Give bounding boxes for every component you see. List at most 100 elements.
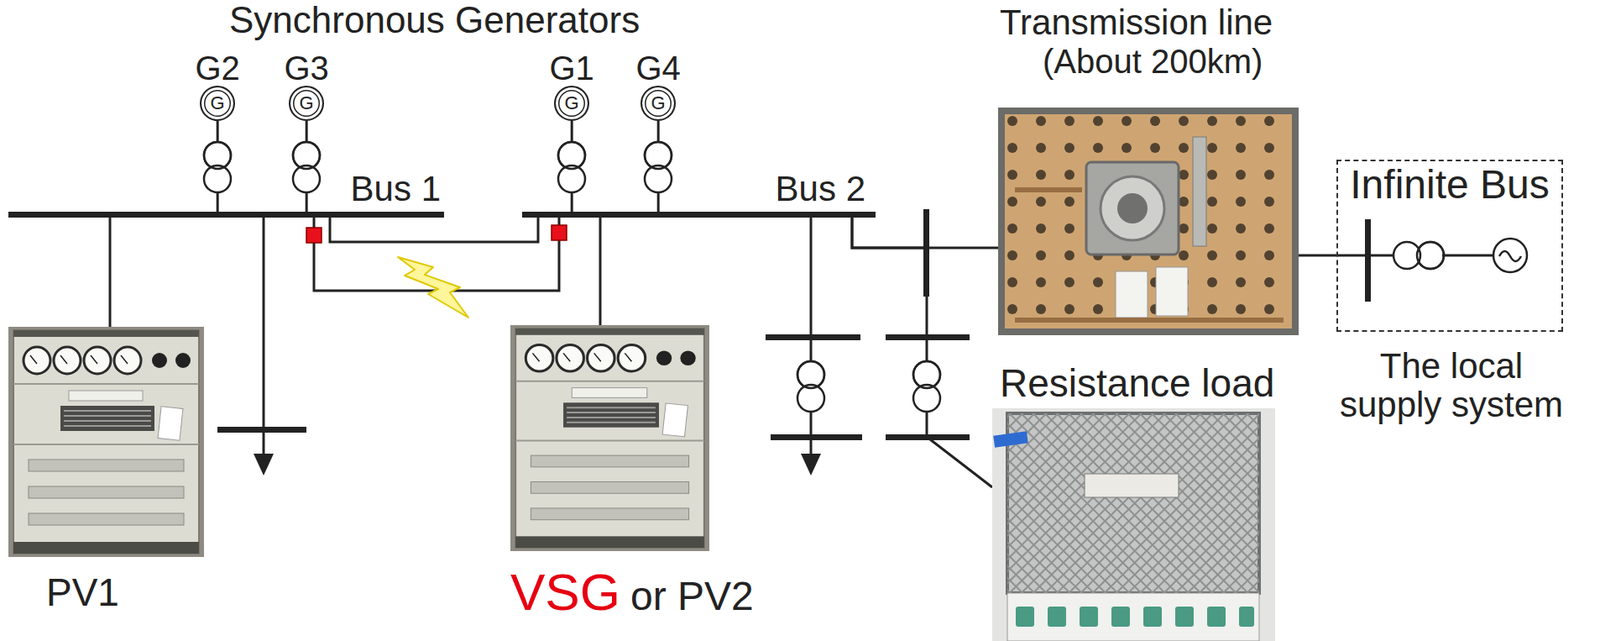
generator-circle: G [288, 85, 325, 121]
bus-bar: Bus 2 [522, 211, 876, 218]
equipment-label: The local supply system [1329, 346, 1574, 424]
bus2-load-part [765, 334, 861, 340]
power-line [599, 217, 602, 325]
equipment-label-wrap: Transmission line [999, 5, 1273, 41]
bus2-load-part [810, 217, 813, 335]
pv-box: PV1 [8, 326, 204, 557]
transmission-line-photo-part [998, 107, 1299, 335]
resistance-load-photo-part [992, 407, 1276, 641]
bus-label-wrap: Bus 1 [350, 171, 441, 207]
infinite-bus-symbols-part [1336, 254, 1368, 257]
equipment-label-wrap: Resistance load [999, 363, 1275, 403]
power-line [1298, 254, 1337, 257]
resistance-load-photo-part [1047, 606, 1067, 627]
equipment-label-wrap: Infinite Bus [1338, 164, 1562, 205]
resistance-load-photo-part [993, 430, 1029, 447]
power-line [329, 217, 539, 242]
equipment-label-wrap: (About 200km) [1042, 44, 1263, 79]
infinite-bus-symbols-part [1442, 254, 1494, 257]
equipment-label: or PV2 [630, 573, 754, 618]
bus-label: Bus 2 [775, 171, 866, 207]
load-feeder-part [885, 334, 970, 340]
resistance-load-photo-part [1084, 473, 1179, 497]
infinite-bus-symbols-part [1493, 238, 1527, 272]
pv1-cabinet [8, 326, 204, 557]
bus-bar: Bus 1 [8, 211, 445, 218]
bus2-load-part [797, 360, 825, 412]
bus2-load [765, 217, 863, 476]
transmission-line-box: Transmission line(About 200km) [998, 107, 1299, 335]
infinite-bus-symbols-part [1499, 250, 1522, 262]
transmission-line-photo-part [1004, 114, 1292, 329]
infinite-bus-symbols [1336, 219, 1527, 302]
bus1-load [217, 217, 307, 476]
generator-node: G4G [636, 50, 681, 121]
equipment-label: Resistance load [999, 363, 1275, 403]
infinite-bus-symbols-part [1370, 254, 1396, 257]
equipment-label: PV1 [46, 572, 120, 612]
generator-circle: G [554, 85, 590, 121]
resistance-load-photo-part [1007, 592, 1260, 641]
resistance-load-photo [992, 407, 1276, 641]
equipment-label-wrap: PV1 [46, 572, 120, 612]
load-feeder-part [885, 433, 970, 440]
power-line [109, 217, 112, 327]
infinite-bus-symbols-part [1393, 241, 1444, 269]
generator-node: G1G [549, 50, 595, 121]
group-label: Synchronous Generators [229, 1, 640, 39]
bus1-load-part [262, 432, 266, 455]
bus2-load-part [810, 411, 813, 434]
load-feeder-part [913, 360, 941, 412]
equipment-label: VSG [510, 562, 621, 621]
resistance-load-photo-part [1079, 606, 1099, 627]
equipment-label: Transmission line [999, 5, 1273, 41]
generator-circle: G [199, 85, 236, 121]
resistance-load-photo-part [1175, 606, 1194, 627]
generator-label: G3 [284, 50, 330, 86]
load-feeder [885, 209, 970, 440]
equipment-label-wrap: The local supply system [1329, 346, 1574, 424]
load-feeder-part [923, 209, 930, 297]
resistance-load-photo-part [1111, 606, 1130, 627]
circuit-breakers-part [306, 227, 322, 243]
resistance-load-photo-part [1007, 413, 1260, 593]
vsg-cabinet [510, 324, 710, 551]
bus2-load-part [810, 439, 813, 455]
bus2-load-part [770, 433, 863, 440]
equipment-label-wrap: VSGor PV2 [510, 565, 754, 618]
resistance-load-photo-part [1143, 606, 1162, 627]
generator-label: G1 [549, 50, 595, 86]
circuit-breakers [306, 224, 567, 243]
bus2-load-part [800, 453, 821, 476]
infinite-bus-symbols-part [1364, 219, 1371, 302]
equipment-label: Infinite Bus [1338, 164, 1562, 205]
circuit-breakers-part [551, 224, 567, 241]
bus1-load-part [253, 453, 274, 476]
generator-symbol: G [210, 94, 225, 113]
generator-node: G3G [284, 50, 330, 121]
generator-transformers-part [292, 141, 320, 193]
bus1-load-part [217, 426, 307, 433]
power-line [852, 217, 993, 487]
bus2-load-part [810, 339, 813, 361]
generator-label: G2 [195, 50, 241, 86]
bus-label: Bus 1 [350, 171, 441, 207]
generator-transformers-part [558, 141, 586, 193]
resistance-load-photo-part [1239, 606, 1255, 627]
generator-node: G2G [195, 50, 241, 121]
resistance-load-photo-part [1015, 606, 1035, 627]
generator-label: G4 [636, 50, 681, 86]
equipment-label: (About 200km) [1042, 44, 1263, 79]
resistance-load-box: Resistance load [992, 407, 1276, 641]
bus1-load-part [262, 217, 266, 427]
generator-transformers-part [203, 141, 231, 193]
vsg-box: VSGor PV2 [510, 324, 710, 551]
generator-symbol: G [299, 94, 314, 113]
bus-label-wrap: Bus 2 [775, 171, 866, 207]
transmission-line-photo-part [1004, 114, 1292, 329]
transmission-line-photo-part [1004, 114, 1292, 329]
fault-lightning [397, 256, 469, 318]
group-label-wrap: Synchronous Generators [229, 1, 640, 39]
